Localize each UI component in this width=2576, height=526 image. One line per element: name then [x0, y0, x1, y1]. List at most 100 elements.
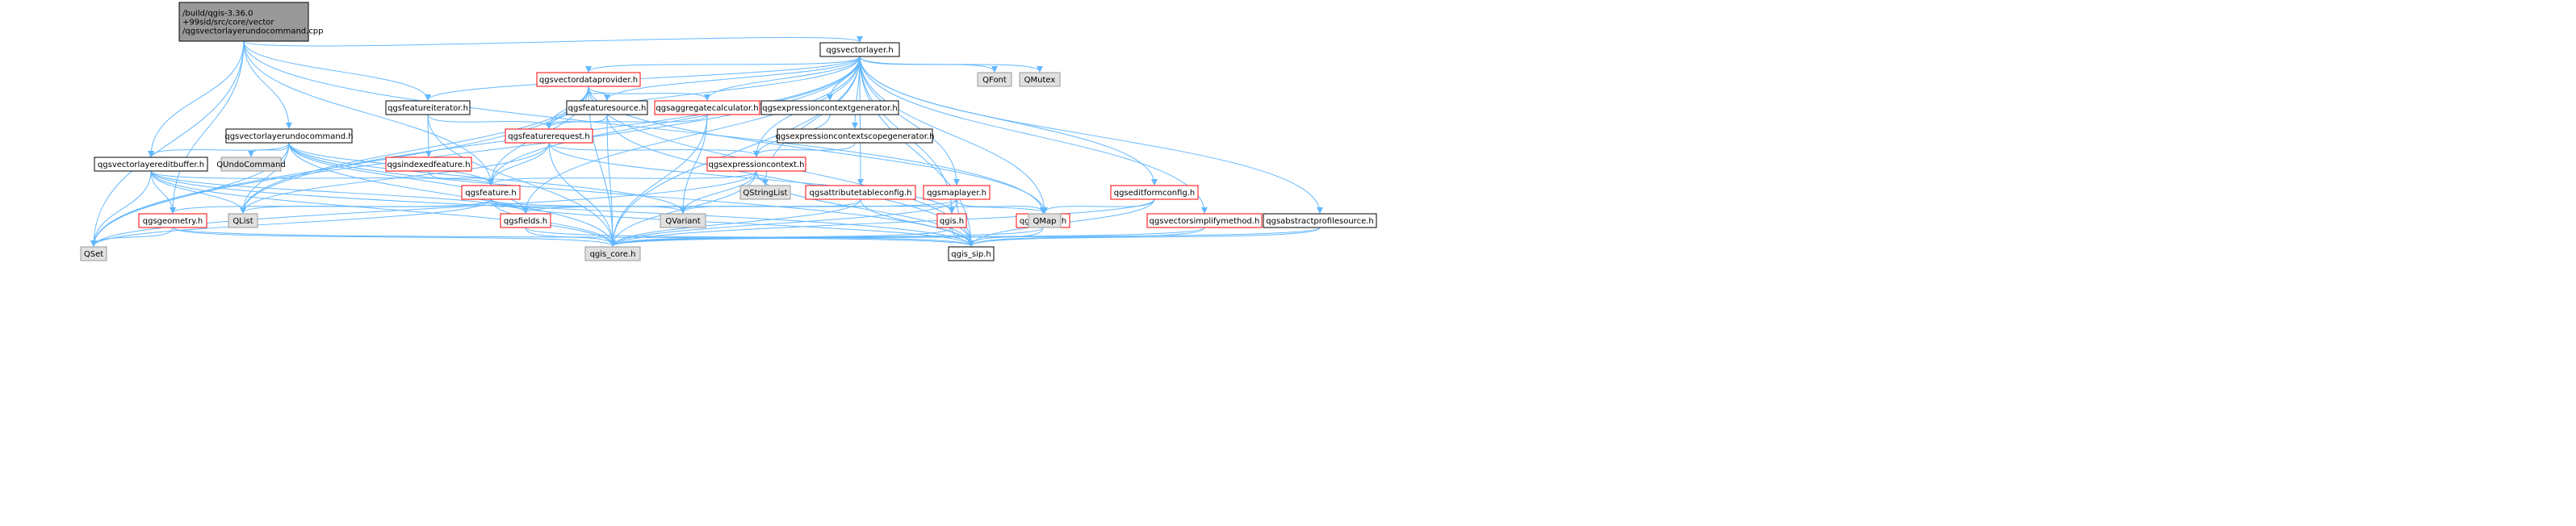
edge-qgsvectorlayer-to-qgsattributetableconfig: [857, 56, 864, 186]
node-qgsvectordataprovider[interactable]: qgsvectordataprovider.h: [536, 72, 641, 87]
edge-root-to-qset: [90, 40, 245, 247]
edge-qgsvectorlayer-to-qgsmaplayer: [859, 56, 960, 186]
node-qgsfeature[interactable]: qgsfeature.h: [461, 185, 521, 200]
edge-qgsfeature-to-qgis_core: [490, 198, 616, 247]
node-qmutex[interactable]: QMutex: [1019, 72, 1061, 87]
node-label-qgsvectorlayer-0: qgsvectorlayer.h: [826, 46, 893, 55]
node-box-qgsvectordataprovider: [536, 72, 641, 87]
edge-qgsvectorlayer-to-qgsfeaturesource: [604, 56, 861, 101]
node-qgsfields[interactable]: qgsfields.h: [500, 213, 551, 228]
node-box-root: [178, 2, 309, 42]
node-qgsaggregatecalculator[interactable]: qgsaggregatecalculator.h: [654, 100, 760, 115]
edge-root-to-qgsfeature: [243, 40, 494, 186]
edge-qgsvectorlayer-to-qgsfeature: [488, 56, 861, 186]
node-qgsfeaturerequest[interactable]: qgsfeaturerequest.h: [505, 128, 593, 144]
edge-qgsvectorlayereditbuffer-to-qgis_core: [150, 170, 616, 247]
node-qgseditformconfig[interactable]: qgseditformconfig.h: [1110, 185, 1199, 200]
node-box-qset: [80, 246, 107, 261]
node-qstringlist[interactable]: QStringList: [739, 185, 791, 200]
node-box-qgsvectorsimplifymethod: [1146, 213, 1263, 228]
node-qgis_sip[interactable]: qgis_sip.h: [948, 246, 995, 261]
edge-qgsvectorlayereditbuffer-to-qgsfields: [150, 170, 529, 214]
edge-qgsvectorlayer-to-qmap: [859, 56, 1048, 214]
edge-qgsmaplayer-to-qgsfields: [522, 198, 957, 214]
node-qmap[interactable]: QMap: [1028, 213, 1062, 228]
node-label-qfont-0: QFont: [982, 76, 1007, 85]
node-box-qgsvectorlayereditbuffer: [94, 157, 208, 172]
node-label-qgsvectorlayereditbuffer-0: qgsvectorlayereditbuffer.h: [98, 161, 204, 169]
node-label-qgsexpressioncontextgenerator-0: qgsexpressioncontextgenerator.h: [762, 104, 898, 113]
node-qgsfeatureiterator[interactable]: qgsfeatureiterator.h: [385, 100, 471, 115]
edge-qgsvectorlayer-to-qgsaggregatecalculator: [704, 56, 861, 101]
node-box-qgsexpressioncontextscopegenerator: [777, 128, 933, 144]
node-box-qgis: [936, 213, 967, 228]
node-qundocommand[interactable]: QUndoCommand: [216, 157, 286, 172]
edge-qgsvectorlayer-to-qgsvectordataprovider: [585, 56, 861, 73]
node-qgsvectorlayerundocommand[interactable]: qgsvectorlayerundocommand.h: [224, 128, 354, 144]
node-qgis[interactable]: qgis.h: [936, 213, 967, 228]
node-qgsvectorlayereditbuffer[interactable]: qgsvectorlayereditbuffer.h: [94, 157, 208, 172]
node-box-qgsfields: [500, 213, 551, 228]
edge-qgsvectorlayerundocommand-to-qundocommand: [248, 142, 290, 157]
node-qgsfeaturesource[interactable]: qgsfeaturesource.h: [566, 100, 648, 115]
node-qgsgeometry[interactable]: qgsgeometry.h: [138, 213, 207, 228]
node-box-qmutex: [1019, 72, 1061, 87]
node-qvariant[interactable]: QVariant: [660, 213, 706, 228]
edge-qgsmaplayer-to-qgis_core: [609, 198, 957, 247]
node-qgsattributetableconfig[interactable]: qgsattributetableconfig.h: [805, 185, 916, 200]
node-qgsvectorsimplifymethod[interactable]: qgsvectorsimplifymethod.h: [1146, 213, 1263, 228]
edge-qgsaggregatecalculator-to-qgis_core: [609, 114, 708, 247]
node-label-qgsindexedfeature-0: qgsindexedfeature.h: [387, 161, 470, 169]
node-qlist[interactable]: QList: [228, 213, 258, 228]
node-label-qset-0: QSet: [84, 250, 103, 259]
node-label-qgsfeature-0: qgsfeature.h: [465, 189, 517, 198]
node-label-qmutex-0: QMutex: [1024, 76, 1056, 85]
edge-qgsgeometry-to-qgis_core: [172, 227, 616, 247]
edge-qgsgeometry-to-qset: [90, 227, 174, 247]
node-label-qlist-0: QList: [232, 217, 253, 226]
edge-qgsfeaturerequest-to-qgis_core: [548, 142, 616, 247]
node-label-qgsattributetableconfig-0: qgsattributetableconfig.h: [810, 189, 912, 198]
node-box-qgsindexedfeature: [385, 157, 472, 172]
node-qgsvectorlayer[interactable]: qgsvectorlayer.h: [819, 42, 900, 57]
node-label-qgis_sip-0: qgis_sip.h: [951, 250, 991, 259]
node-box-qstringlist: [739, 185, 791, 200]
edge-qgsvectordataprovider-to-qset: [90, 86, 589, 247]
edge-qgsfeaturesource-to-qgis_core: [606, 114, 616, 247]
nodes: /build/qgis-3.36.0+99sid/src/core/vector…: [80, 2, 1377, 261]
node-box-qgsexpressioncontextgenerator: [760, 100, 899, 115]
node-box-qgsfeaturerequest: [505, 128, 593, 144]
edge-qgsvectordataprovider-to-qgsaggregatecalculator: [588, 86, 710, 101]
node-label-qgis-0: qgis.h: [940, 217, 964, 226]
edge-root-to-qgsvectorlayerundocommand: [243, 40, 292, 129]
node-box-qgis_core: [584, 246, 641, 261]
edge-root-to-qgsvectorlayereditbuffer: [148, 40, 245, 157]
node-qgsexpressioncontextscopegenerator[interactable]: qgsexpressioncontextscopegenerator.h: [776, 128, 935, 144]
node-label-qstringlist-0: QStringList: [743, 189, 787, 198]
node-qgis_core[interactable]: qgis_core.h: [584, 246, 641, 261]
node-root: /build/qgis-3.36.0+99sid/src/core/vector…: [178, 2, 324, 42]
node-qset[interactable]: QSet: [80, 246, 107, 261]
node-box-qgsattributetableconfig: [805, 185, 916, 200]
edge-qgsabstractprofilesource-to-qgis_core: [609, 227, 1321, 247]
edge-qgsaggregatecalculator-to-qgsfeaturerequest: [546, 114, 708, 129]
node-label-qgsmaplayer-0: qgsmaplayer.h: [927, 189, 986, 198]
node-box-qfont: [977, 72, 1012, 87]
edge-root-to-qgslogger: [243, 40, 1046, 214]
edge-qgsabstractprofilesource-to-qgis_sip: [968, 227, 1321, 247]
node-qfont[interactable]: QFont: [977, 72, 1012, 87]
edge-qgsexpressioncontext-to-qset: [90, 170, 757, 247]
node-box-qgsfeature: [461, 185, 521, 200]
node-qgsmaplayer[interactable]: qgsmaplayer.h: [923, 185, 991, 200]
node-qgsindexedfeature[interactable]: qgsindexedfeature.h: [385, 157, 472, 172]
node-qgsabstractprofilesource[interactable]: qgsabstractprofilesource.h: [1263, 213, 1377, 228]
node-label-qvariant-0: QVariant: [665, 217, 700, 226]
node-box-qgsgeometry: [138, 213, 207, 228]
node-qgsexpressioncontextgenerator[interactable]: qgsexpressioncontextgenerator.h: [760, 100, 899, 115]
node-label-qgsvectordataprovider-0: qgsvectordataprovider.h: [539, 76, 638, 85]
node-label-qgsvectorlayerundocommand-0: qgsvectorlayerundocommand.h: [224, 132, 353, 141]
edge-qgsaggregatecalculator-to-qvariant: [680, 114, 708, 214]
edge-qgsfeaturerequest-to-qgis: [548, 142, 955, 214]
node-qgsexpressioncontext[interactable]: qgsexpressioncontext.h: [706, 157, 806, 172]
